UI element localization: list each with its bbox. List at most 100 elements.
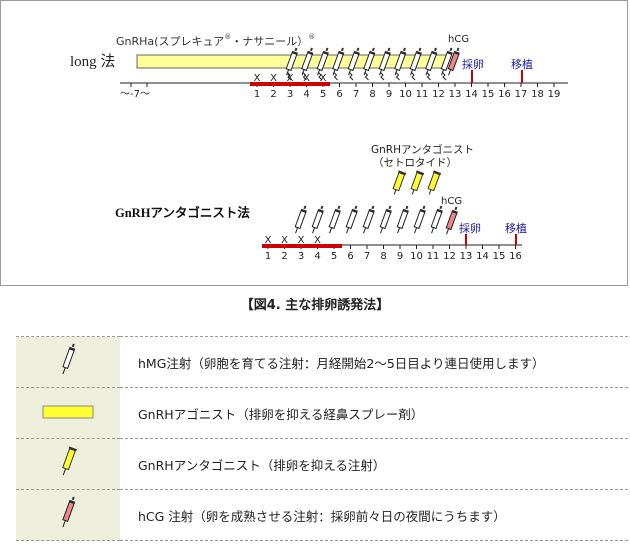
hmg-syringe-icon <box>377 204 394 235</box>
injection-mark <box>364 71 369 81</box>
injection-mark <box>333 71 338 81</box>
long-protocol-label: long 法 <box>70 53 115 70</box>
legend-table: hMG注射（卵胞を育てる注射：月経開始2～5日目より連日使用します） GnRHア… <box>16 336 628 541</box>
x-mark: X <box>281 235 288 246</box>
x-mark: X <box>303 73 310 84</box>
antagonist-hcg-injection <box>443 205 460 236</box>
legend-text: hMG注射（卵胞を育てる注射：月経開始2～5日目より連日使用します） <box>120 336 628 388</box>
figure-caption: 【図4. 主な排卵誘発法】 <box>240 298 390 313</box>
legend-text: hCG 注射（卵を成熟させる注射：採卵前々日の夜間にうちます） <box>120 489 628 541</box>
hcg-syringe-icon <box>443 205 460 236</box>
day-label: 5 <box>331 251 337 262</box>
x-mark: X <box>320 73 327 84</box>
day-label: 1 <box>254 89 260 100</box>
x-mark: X <box>287 73 294 84</box>
antagonist-syringe-icon <box>16 438 120 490</box>
day-label: 9 <box>397 251 403 262</box>
legend-row: GnRHアゴニスト（排卵を抑える経鼻スプレー剤） <box>16 387 628 439</box>
long-axis-start-label: ～-7～ <box>120 89 150 100</box>
day-label: 16 <box>498 89 511 100</box>
day-label: 10 <box>410 251 423 262</box>
day-label: 4 <box>314 251 320 262</box>
legend-text: GnRHアンタゴニスト（排卵を抑える注射） <box>120 438 628 490</box>
figure-frame <box>0 0 628 286</box>
long-transfer-label: 移植 <box>511 57 533 71</box>
injection-mark <box>395 71 400 81</box>
day-label: 5 <box>320 89 326 100</box>
day-label: 2 <box>281 251 287 262</box>
long-timeline-ticks <box>130 83 555 87</box>
antagonist-hcg-label: hCG <box>441 196 462 207</box>
antagonist-retrieval-label: 採卵 <box>459 221 481 235</box>
antagonist-drug-label-1: GnRHアンタゴニスト <box>371 143 474 156</box>
hmg-syringe-icon <box>360 204 377 235</box>
day-label: 15 <box>493 251 506 262</box>
day-label: 7 <box>353 89 359 100</box>
legend-row: hMG注射（卵胞を育てる注射：月経開始2～5日目より連日使用します） <box>16 336 628 388</box>
day-label: 6 <box>336 89 342 100</box>
day-label: 10 <box>399 89 412 100</box>
x-mark: X <box>265 235 272 246</box>
day-label: 3 <box>298 251 304 262</box>
agonist-drug-label: GnRHa(スプレキュア®・ナサニール）® <box>116 33 315 48</box>
antagonist-drug-label-2: （セトロタイド） <box>373 157 457 169</box>
day-label: 12 <box>432 89 445 100</box>
day-label: 13 <box>460 251 473 262</box>
antagonist-syringe-icon <box>424 169 442 197</box>
hmg-syringe-icon <box>428 204 445 235</box>
antagonist-hmg-injections <box>292 204 445 235</box>
x-mark: X <box>298 235 305 246</box>
long-menstruation-bar <box>250 82 330 86</box>
injection-mark <box>286 71 292 81</box>
day-label: 14 <box>476 251 489 262</box>
day-label: 4 <box>303 89 309 100</box>
nasal-spray-bar-icon <box>16 387 120 439</box>
injection-mark <box>348 71 354 81</box>
day-label: 15 <box>482 89 495 100</box>
day-label: 8 <box>369 89 375 100</box>
injection-mark <box>317 71 323 81</box>
day-label: 17 <box>515 89 528 100</box>
hcg-syringe-icon <box>16 489 120 541</box>
x-mark: X <box>270 73 277 84</box>
antagonist-syringe-icon <box>407 169 425 197</box>
hmg-syringe-icon <box>394 204 411 235</box>
day-label: 16 <box>509 251 522 262</box>
long-hcg-label: hCG <box>448 34 469 45</box>
hmg-syringe-icon <box>326 204 343 235</box>
legend-text: GnRHアゴニスト（排卵を抑える経鼻スプレー剤） <box>120 387 628 439</box>
day-label: 13 <box>449 89 462 100</box>
legend-row: hCG 注射（卵を成熟させる注射：採卵前々日の夜間にうちます） <box>16 489 628 541</box>
day-label: 2 <box>270 89 276 100</box>
antagonist-protocol-label: GnRHアンタゴニスト法 <box>115 205 250 220</box>
long-retrieval-label: 採卵 <box>462 57 484 71</box>
antagonist-menstruation-bar <box>262 244 342 248</box>
hmg-syringe-icon <box>411 204 428 235</box>
day-label: 14 <box>465 89 478 100</box>
injection-mark <box>426 71 431 81</box>
antagonist-transfer-label: 移植 <box>505 221 527 235</box>
day-label: 12 <box>443 251 456 262</box>
hmg-syringe-icon <box>343 204 360 235</box>
day-label: 9 <box>386 89 392 100</box>
hmg-syringe-icon <box>309 204 326 235</box>
day-label: 7 <box>364 251 370 262</box>
day-label: 8 <box>380 251 386 262</box>
x-mark: X <box>314 235 321 246</box>
hmg-syringe-icon <box>292 204 309 235</box>
day-label: 6 <box>347 251 353 262</box>
day-label: 18 <box>531 89 544 100</box>
injection-mark <box>302 71 307 81</box>
day-label: 1 <box>265 251 271 262</box>
injection-mark <box>410 71 416 81</box>
injection-mark <box>379 71 385 81</box>
antagonist-injections <box>389 169 442 197</box>
legend-row: GnRHアンタゴニスト（排卵を抑える注射） <box>16 438 628 490</box>
hmg-syringe-icon <box>16 336 120 388</box>
injection-mark <box>441 71 447 81</box>
